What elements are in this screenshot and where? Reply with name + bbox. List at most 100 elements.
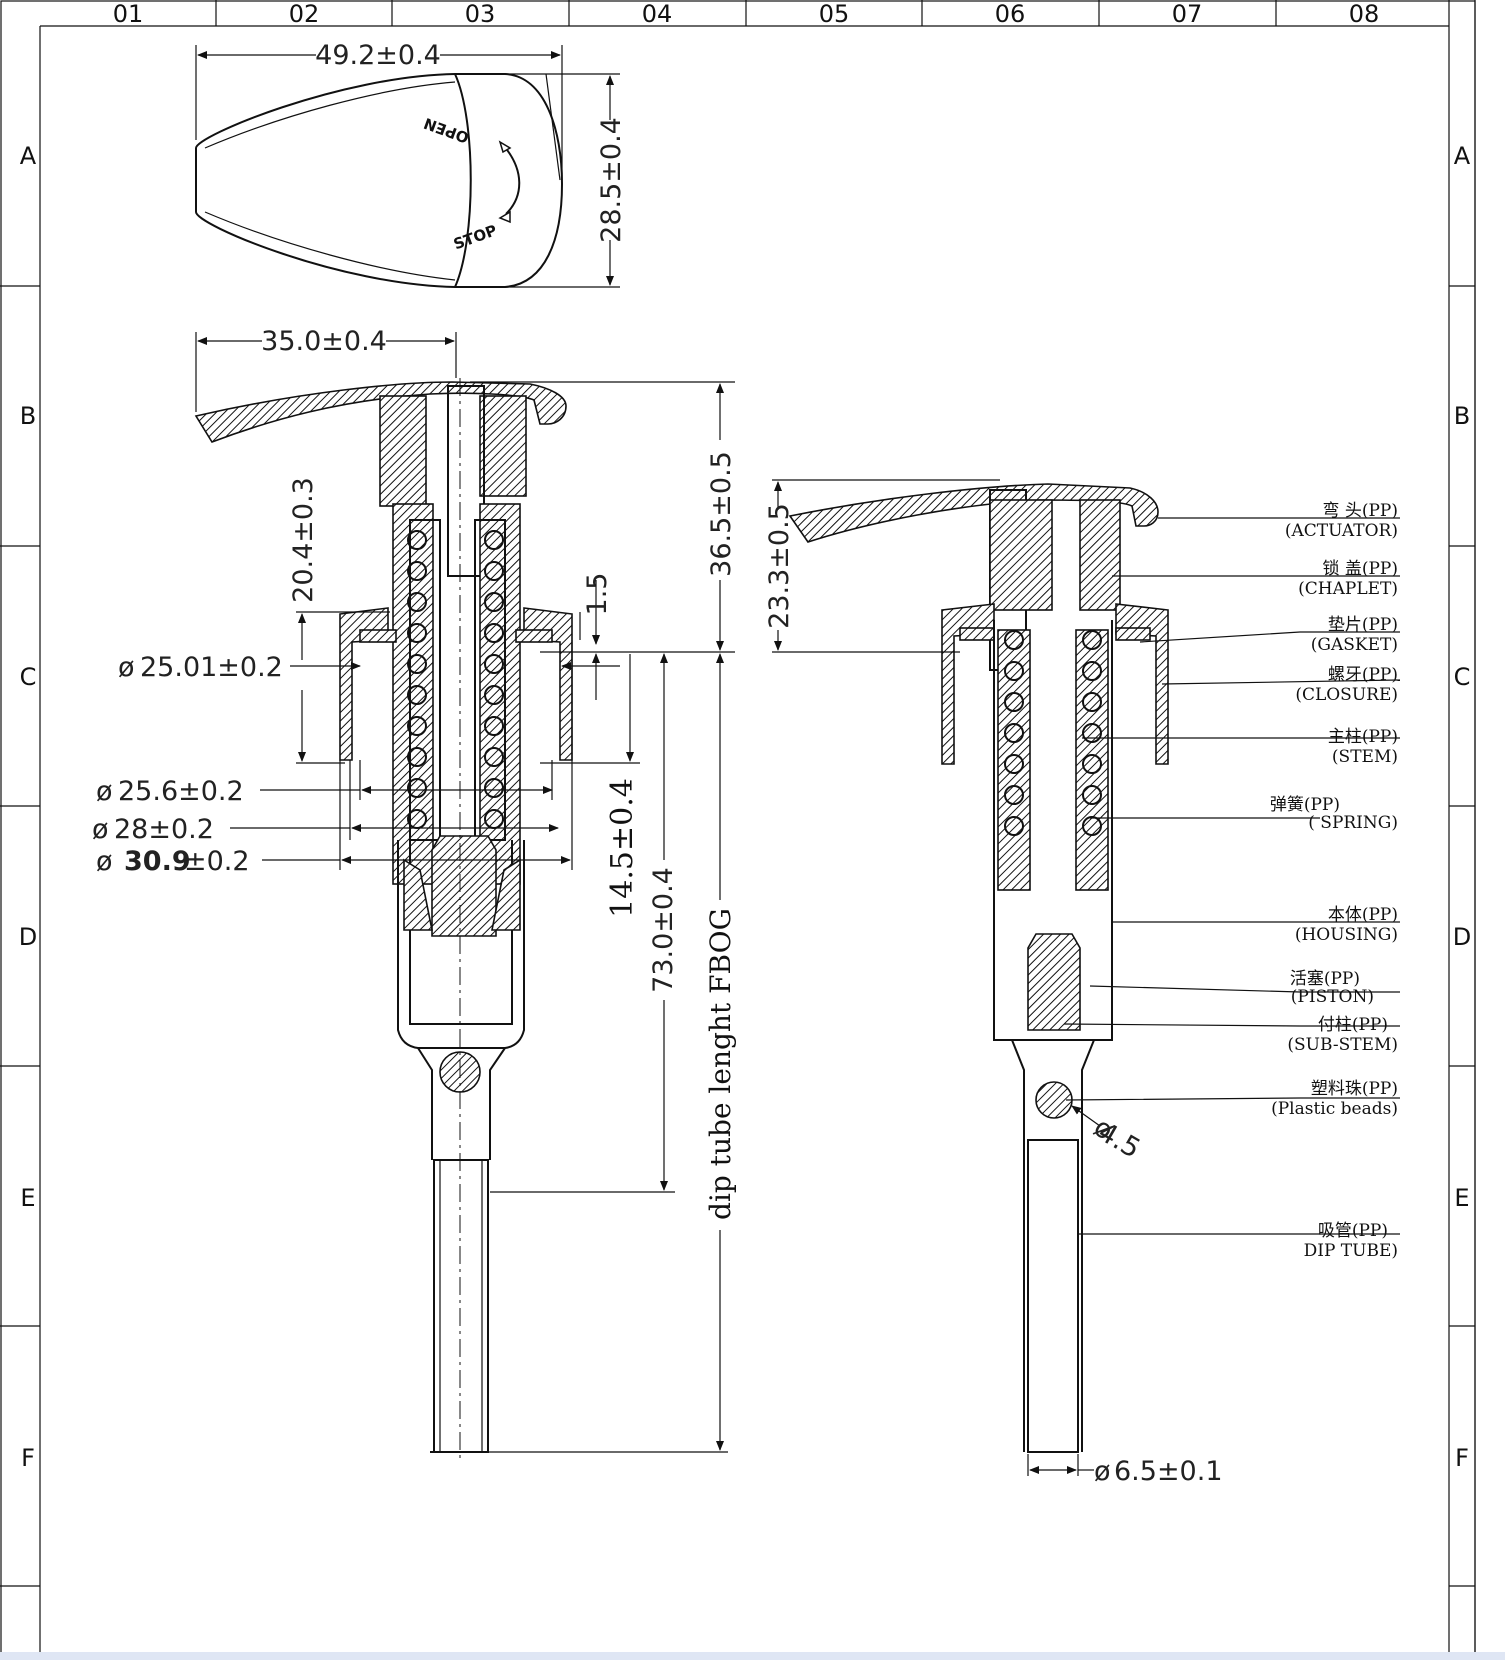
column-label: 07 (1172, 0, 1203, 28)
part-sub-stem: 付柱(PP) (SUB-STEM) (1287, 1015, 1398, 1055)
part-label-en: (SUB-STEM) (1287, 1035, 1398, 1055)
front-stem (447, 385, 485, 577)
front-gasket (359, 629, 397, 643)
column-label: 04 (642, 0, 673, 28)
front-gasket (515, 629, 553, 643)
spring-coil (484, 623, 504, 643)
spring-coil (1004, 692, 1024, 712)
column-labels: 01 02 03 04 05 06 07 08 (113, 0, 1380, 28)
front-actuator-skirt (479, 395, 527, 497)
front-actuator-skirt (379, 395, 427, 507)
part-label-en: (Plastic beads) (1271, 1099, 1398, 1119)
dim-dia-309: ø 30.9 ±0.2 (96, 640, 573, 877)
spring-coil (1082, 816, 1102, 836)
dim-dia-256-text: 25.6±0.2 (118, 776, 244, 807)
section-housing (993, 620, 1113, 1041)
dim-dia-256: ø 25.6±0.2 (96, 760, 553, 807)
part-label-en: DIP TUBE) (1304, 1241, 1398, 1261)
part-stem: 主柱(PP) (STEM) (1328, 727, 1398, 767)
part-label-en: (CLOSURE) (1295, 685, 1398, 705)
spring-coil (1004, 723, 1024, 743)
arrow-head-icon (498, 140, 512, 154)
section-dip-tube (1027, 1139, 1079, 1453)
spring-coil (484, 685, 504, 705)
part-label-en: (PISTON) (1291, 987, 1374, 1007)
spring-coil (407, 778, 427, 798)
section-piston (1027, 933, 1081, 1031)
drawing-frame (0, 0, 1476, 1658)
dim-dia-28: ø 28±0.2 (92, 760, 559, 845)
part-label-en: (HOUSING) (1295, 925, 1398, 945)
dia-symbol: ø (96, 846, 113, 877)
section-housing-wall (1075, 629, 1109, 891)
spring-coil (484, 654, 504, 674)
spring-coil (1082, 754, 1102, 774)
part-label-en: (ACTUATOR) (1285, 521, 1398, 541)
spring-coil (484, 809, 504, 829)
actuator-top-edge (204, 81, 456, 149)
actuator-top-split (545, 73, 561, 181)
part-plastic-beads: 塑料珠(PP) (Plastic beads) (1271, 1079, 1398, 1119)
dim-height-233: 23.3±0.5 (764, 503, 795, 629)
part-closure: 螺牙(PP) (CLOSURE) (1295, 665, 1398, 705)
spring-coil (1004, 661, 1024, 681)
part-labels: 弯 头(PP) (ACTUATOR) 锁 盖(PP) (CHAPLET) 垫片(… (1270, 501, 1398, 1261)
dim-tube: 6.5±0.1 (1114, 1456, 1223, 1487)
arrow-head-icon (498, 210, 511, 224)
part-label-cn: 本体(PP) (1328, 905, 1398, 925)
dim-nozzle: 35.0±0.4 (261, 326, 387, 357)
spring-coil (1004, 785, 1024, 805)
dim-width-top: 49.2±0.4 (315, 40, 441, 71)
section-view: 23.3±0.5 4.5 ø ø 6.5±0.1 弯 头 (764, 479, 1401, 1487)
part-label-en: (CHAPLET) (1298, 579, 1398, 599)
part-label-cn: 主柱(PP) (1328, 727, 1398, 747)
spring-coil (484, 592, 504, 612)
dim-dia-2501: ø 25.01±0.2 (118, 652, 620, 683)
column-label: 06 (995, 0, 1026, 28)
row-label: F (21, 1444, 35, 1472)
spring-coil (1082, 785, 1102, 805)
part-actuator: 弯 头(PP) (ACTUATOR) (1285, 501, 1398, 541)
front-valve (417, 1047, 506, 1160)
part-chaplet: 锁 盖(PP) (CHAPLET) (1298, 559, 1398, 599)
part-label-en: ( SPRING) (1308, 813, 1398, 833)
spring-coil (407, 654, 427, 674)
part-label-cn: 弯 头(PP) (1322, 501, 1398, 521)
dim-dia-309-value: 30.9 (124, 846, 191, 877)
row-label: D (19, 923, 37, 951)
column-label: 08 (1349, 0, 1380, 28)
part-gasket: 垫片(PP) (GASKET) (1311, 615, 1398, 655)
dim-height-365: 36.5±0.5 (706, 451, 737, 577)
row-label: A (20, 142, 37, 170)
dim-stroke: 14.5±0.4 (605, 778, 640, 918)
spring-coil (484, 530, 504, 550)
row-label: D (1453, 923, 1471, 951)
spring-coil (1004, 754, 1024, 774)
row-label: E (20, 1184, 35, 1212)
part-label-cn: 付柱(PP) (1318, 1015, 1388, 1035)
row-label: C (20, 663, 37, 691)
row-label: C (1454, 663, 1471, 691)
part-dip-tube: 吸管(PP) DIP TUBE) (1304, 1221, 1398, 1261)
column-label: 03 (465, 0, 496, 28)
part-label-cn: 弹簧(PP) (1270, 795, 1340, 815)
spring-coil (1004, 816, 1024, 836)
spring-coil (407, 685, 427, 705)
spring-coil (1082, 661, 1102, 681)
section-chaplet (1079, 499, 1121, 611)
front-actuator (194, 381, 567, 443)
top-view: OPEN STOP 49.2±0.4 28.5±0.4 (195, 40, 627, 288)
front-piston (431, 835, 497, 937)
dia-symbol: ø (118, 652, 135, 683)
dim-gap: 1.5 (582, 573, 613, 616)
section-actuator (788, 483, 1159, 543)
part-label-cn: 活塞(PP) (1290, 969, 1360, 989)
front-housing (397, 840, 525, 1049)
dim-dia-28-text: 28±0.2 (114, 814, 214, 845)
dim-height-top: 28.5±0.4 (596, 117, 627, 243)
spring-coil (407, 716, 427, 736)
row-labels-left: A B C D E F (19, 142, 37, 1472)
spring-coil (407, 747, 427, 767)
part-housing: 本体(PP) (HOUSING) (1295, 905, 1398, 945)
